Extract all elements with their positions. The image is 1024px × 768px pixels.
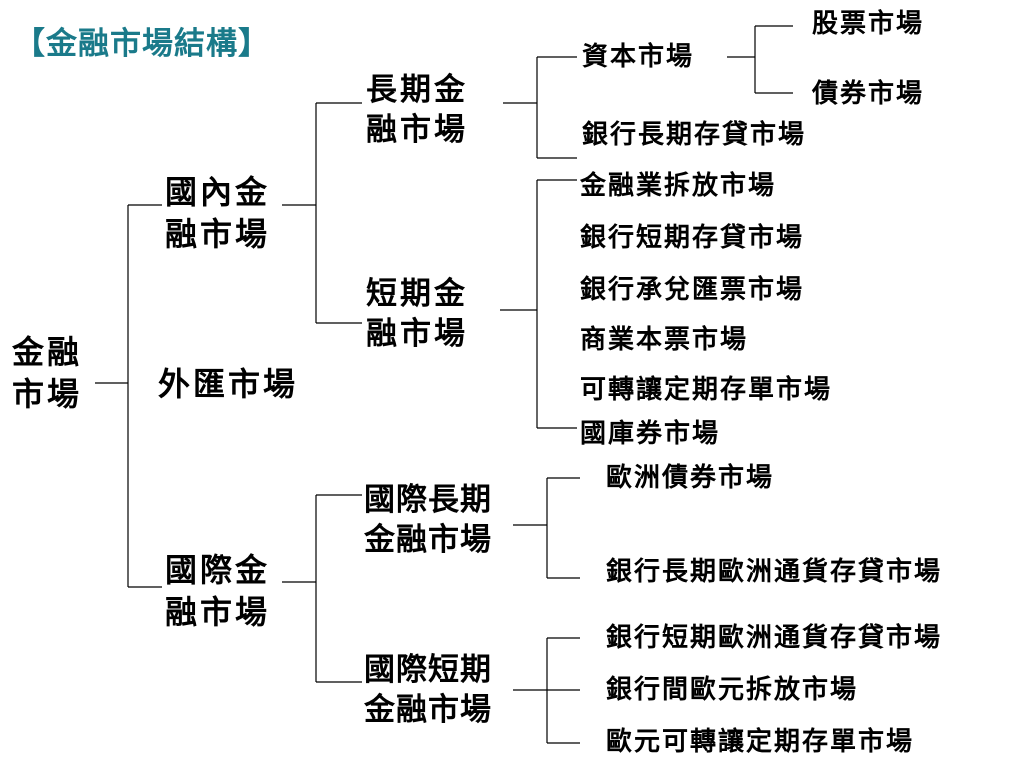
short-term-line2: 融市場 bbox=[366, 316, 468, 353]
intl-short-line1: 國際短期 bbox=[364, 652, 492, 688]
leaf-bankers-acceptance-market: 銀行承兌匯票市場 bbox=[580, 275, 805, 305]
root-node-line1: 金融 bbox=[12, 333, 83, 371]
leaf-treasury-bill-market: 國庫券市場 bbox=[580, 419, 721, 449]
root-node-financial-market: 金融 市場 bbox=[12, 332, 82, 415]
long-term-line2: 融市場 bbox=[366, 112, 468, 149]
leaf-bank-short-term-loan-market: 銀行短期存貸市場 bbox=[580, 223, 805, 253]
leaf-bank-long-term-loan-market: 銀行長期存貸市場 bbox=[582, 120, 807, 150]
long-term-line1: 長期金 bbox=[366, 72, 468, 108]
leaf-bank-long-term-eurocurrency-market: 銀行長期歐洲通貨存貸市場 bbox=[606, 557, 943, 587]
leaf-commercial-paper-market: 商業本票市場 bbox=[580, 325, 749, 355]
leaf-stock-market: 股票市場 bbox=[812, 9, 925, 39]
international-market-node: 國際金 融市場 bbox=[165, 550, 270, 633]
leaf-interbank-call-market: 金融業拆放市場 bbox=[580, 171, 777, 201]
intl-short-term-market-node: 國際短期 金融市場 bbox=[364, 650, 492, 731]
capital-market-node: 資本市場 bbox=[582, 42, 695, 72]
domestic-market-node: 國內金 融市場 bbox=[165, 172, 270, 255]
diagram-title: 【金融市場結構】 bbox=[14, 26, 270, 62]
international-line2: 融市場 bbox=[165, 592, 271, 631]
short-term-market-node: 短期金 融市場 bbox=[366, 274, 468, 355]
leaf-interbank-euro-call-market: 銀行間歐元拆放市場 bbox=[606, 675, 859, 705]
intl-long-term-market-node: 國際長期 金融市場 bbox=[364, 480, 492, 561]
leaf-bank-short-term-eurocurrency-market: 銀行短期歐洲通貨存貸市場 bbox=[606, 623, 943, 653]
intl-long-line2: 金融市場 bbox=[364, 522, 492, 559]
short-term-line1: 短期金 bbox=[366, 276, 468, 312]
leaf-euro-ncd-market: 歐元可轉讓定期存單市場 bbox=[606, 727, 915, 757]
intl-long-line1: 國際長期 bbox=[364, 482, 492, 518]
forex-market-node: 外匯市場 bbox=[158, 365, 299, 403]
long-term-market-node: 長期金 融市場 bbox=[366, 70, 468, 151]
leaf-ncd-market: 可轉讓定期存單市場 bbox=[580, 375, 833, 405]
domestic-line2: 融市場 bbox=[165, 214, 271, 253]
leaf-eurobond-market: 歐洲債券市場 bbox=[606, 463, 775, 493]
leaf-bond-market: 債券市場 bbox=[812, 79, 925, 109]
international-line1: 國際金 bbox=[165, 551, 271, 589]
domestic-line1: 國內金 bbox=[165, 173, 271, 211]
root-node-line2: 市場 bbox=[12, 374, 83, 413]
intl-short-line2: 金融市場 bbox=[364, 692, 492, 729]
